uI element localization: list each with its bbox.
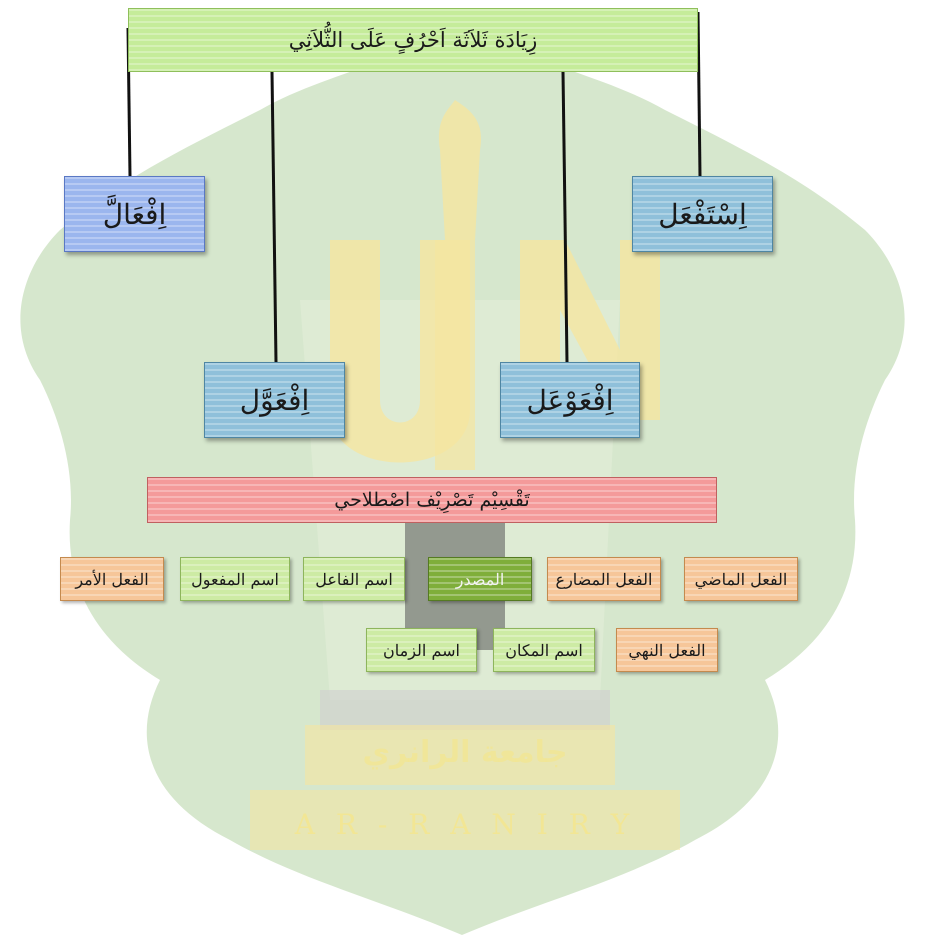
watermark-arabic-name: جامعة الرانري: [362, 735, 568, 770]
pattern-box-ifawala: اِفْعَوْعَل: [500, 362, 640, 438]
watermark-name-plate: [305, 725, 615, 785]
watermark-minaret: [438, 100, 481, 240]
connector-right-inner: [561, 71, 569, 363]
form-box-ism-maful: اسم المفعول: [180, 557, 290, 601]
form-box-ism-zaman: اسم الزمان: [366, 628, 477, 672]
watermark-base-lower: [250, 790, 680, 850]
watermark-base-upper: [320, 690, 610, 730]
classification-title: تَقْسِيْم تَصْرِيْف اصْطلاحي: [147, 477, 717, 523]
connector-right-outer: [696, 11, 702, 177]
form-box-ism-fail: اسم الفاعل: [303, 557, 405, 601]
form-box-amr: الفعل الأمر: [60, 557, 164, 601]
form-box-nahy: الفعل النهي: [616, 628, 718, 672]
form-box-masdar: المصدر: [428, 557, 532, 601]
form-box-madi: الفعل الماضي: [684, 557, 798, 601]
diagram-title: زِيَادَة ثَلاَثَة اَحْرُفٍ عَلَى الثُّلا…: [128, 8, 698, 72]
watermark-latin-name: A R - R A N I R Y: [294, 808, 636, 841]
pattern-box-ifaall: اِفْعَالَّ: [64, 176, 205, 252]
pattern-box-ifawwala: اِفْعَوَّل: [204, 362, 345, 438]
connector-left-inner: [270, 71, 278, 363]
form-box-mudari: الفعل المضارع: [547, 557, 661, 601]
form-box-ism-makan: اسم المكان: [493, 628, 595, 672]
pattern-box-istafala: اِسْتَفْعَل: [632, 176, 773, 252]
watermark-minaret-body: [435, 240, 475, 470]
